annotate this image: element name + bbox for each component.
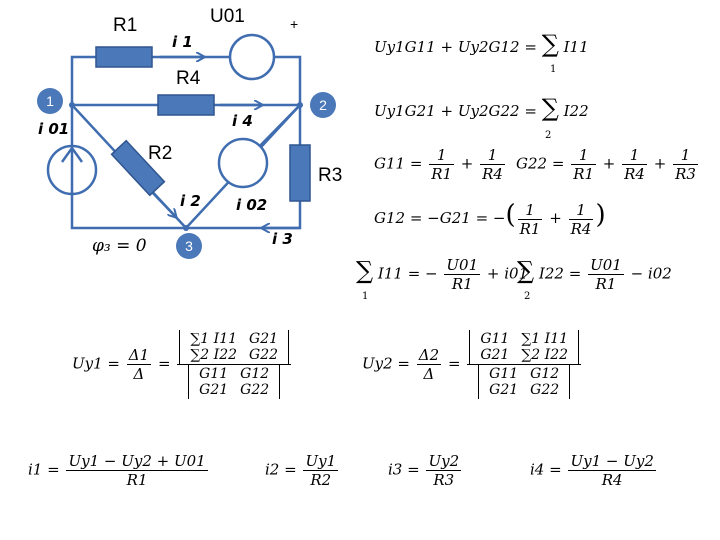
label-i2: i 2 bbox=[180, 192, 201, 210]
resistor-r4 bbox=[157, 94, 215, 116]
arrow-i2 bbox=[149, 189, 176, 217]
label-i3: i 3 bbox=[272, 230, 293, 248]
label-u01: U01 bbox=[210, 6, 245, 27]
voltage-source-u01 bbox=[228, 33, 276, 81]
resistor-r1 bbox=[95, 46, 153, 68]
label-i1: i 1 bbox=[172, 33, 193, 51]
label-r4: R4 bbox=[176, 68, 201, 89]
label-plus: + bbox=[290, 16, 299, 32]
resistor-r3 bbox=[289, 144, 311, 202]
circuit-diagram bbox=[46, 33, 311, 270]
node-1: 1 bbox=[37, 88, 63, 114]
equation-node2: Uy1G21 + Uy2G22 = ∑ I22 bbox=[374, 94, 589, 122]
current-source-i02 bbox=[217, 137, 269, 189]
label-r3: R3 bbox=[318, 165, 343, 186]
label-r1: R1 bbox=[113, 15, 138, 36]
node-3: 3 bbox=[176, 233, 202, 259]
label-i01: i 01 bbox=[38, 120, 70, 138]
node-2: 2 bbox=[310, 92, 336, 118]
resistor-r2 bbox=[110, 139, 166, 197]
label-r2: R2 bbox=[148, 143, 173, 164]
label-i02: i 02 bbox=[236, 196, 268, 214]
label-phi3: φ₃ = 0 bbox=[92, 236, 147, 256]
label-i4: i 4 bbox=[232, 112, 253, 130]
equation-node1: Uy1G11 + Uy2G12 = ∑ I11 bbox=[374, 30, 589, 58]
